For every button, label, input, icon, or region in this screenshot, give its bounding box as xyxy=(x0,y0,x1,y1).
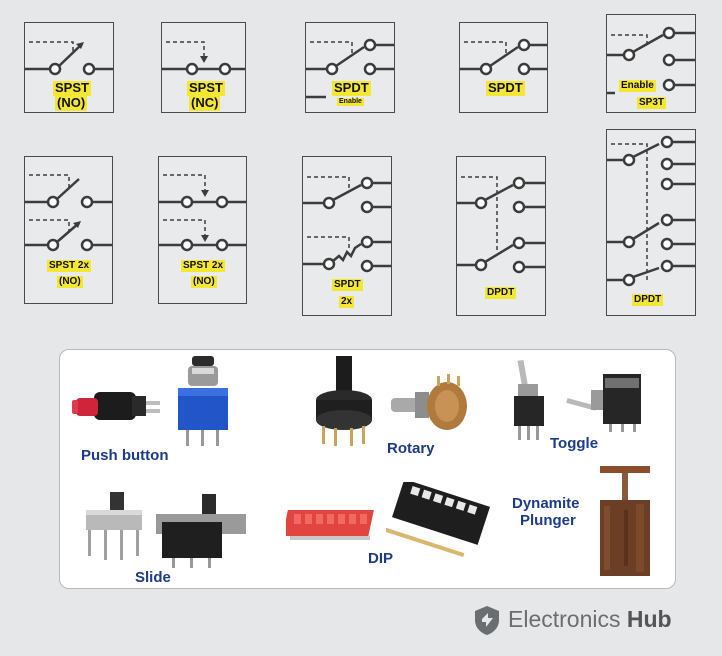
spdt-2x-diagram xyxy=(303,176,391,273)
spst-2x-sublabel-1: (NO) xyxy=(57,276,83,288)
spdt-symbol: SPDT xyxy=(459,22,548,113)
dynamite-label-line1: Dynamite xyxy=(512,495,580,512)
dynamite-label-line2: Plunger xyxy=(520,512,576,529)
spdt-2x-symbol: SPDT 2x xyxy=(302,156,392,316)
slide-large-image xyxy=(156,494,246,568)
dpdt-label-1: DPDT xyxy=(485,287,517,299)
spst-2x-diagram-2 xyxy=(159,174,246,252)
spst-nc-sublabel: (NC) xyxy=(189,95,221,111)
dpdt-label-2: DPDT xyxy=(632,294,664,306)
spdt-enable-label: SPDT xyxy=(332,80,371,96)
rotary-black-image xyxy=(316,356,372,446)
dpdt-diagram-2 xyxy=(607,135,695,287)
sp3t-diagram xyxy=(607,26,695,95)
spdt-2x-label: SPDT xyxy=(332,279,363,291)
sp3t-enable-label: Enable xyxy=(619,80,656,92)
toggle-small-image xyxy=(514,359,544,440)
spst-2x-sublabel-2: (NO) xyxy=(191,276,217,288)
spst-2x-diagram-1 xyxy=(25,174,112,252)
spst-2x-label-1: SPST 2x xyxy=(47,260,92,272)
spst-no-label: SPST xyxy=(53,80,91,96)
brand-name-part1: Electronics xyxy=(508,606,621,632)
spdt-2x-sublabel: 2x xyxy=(339,296,355,308)
spst-2x-label-2: SPST 2x xyxy=(181,260,226,272)
spst-no-symbol: SPST (NO) xyxy=(24,22,114,113)
spst-nc-diagram xyxy=(162,41,245,76)
rotary-label: Rotary xyxy=(387,440,435,457)
slide-label: Slide xyxy=(135,569,171,586)
toggle-label: Toggle xyxy=(550,435,599,452)
switch-types-panel: Push button Rotary Toggl xyxy=(59,349,676,589)
sp3t-label: SP3T xyxy=(637,97,667,109)
dpdt-symbol-2: DPDT xyxy=(606,129,696,316)
spst-no-diagram xyxy=(25,41,113,76)
slide-small-image xyxy=(86,492,142,560)
spst-no-sublabel: (NO) xyxy=(55,95,88,111)
enable-tag: Enable xyxy=(337,98,364,107)
spst-nc-label: SPST xyxy=(187,80,225,96)
push-button-label: Push button xyxy=(81,447,169,464)
sp3t-symbol: Enable SP3T xyxy=(606,14,696,113)
toggle-large-image xyxy=(566,374,641,432)
dip-red-image xyxy=(286,510,374,540)
dpdt-diagram-1 xyxy=(457,176,545,274)
spdt-enable-symbol: SPDT Enable xyxy=(305,22,395,113)
shield-icon xyxy=(475,606,499,635)
dynamite-plunger-image xyxy=(600,466,650,576)
dip-black-image xyxy=(386,482,490,558)
push-button-red-image xyxy=(72,392,160,420)
dpdt-symbol-1: DPDT xyxy=(456,156,546,316)
spdt-diagram xyxy=(460,38,547,76)
spdt-enable-diagram xyxy=(306,38,394,99)
spst-nc-symbol: SPST (NC) xyxy=(161,22,246,113)
dip-label: DIP xyxy=(368,550,394,567)
brand-name: Electronics Hub xyxy=(508,606,672,633)
spst-2x-symbol-1: SPST 2x (NO) xyxy=(24,156,113,304)
brand-name-part2: Hub xyxy=(626,606,672,632)
spdt-label: SPDT xyxy=(486,80,525,96)
spst-2x-symbol-2: SPST 2x (NO) xyxy=(158,156,247,304)
rotary-tan-image xyxy=(391,374,467,430)
push-button-blue-image xyxy=(178,356,228,446)
